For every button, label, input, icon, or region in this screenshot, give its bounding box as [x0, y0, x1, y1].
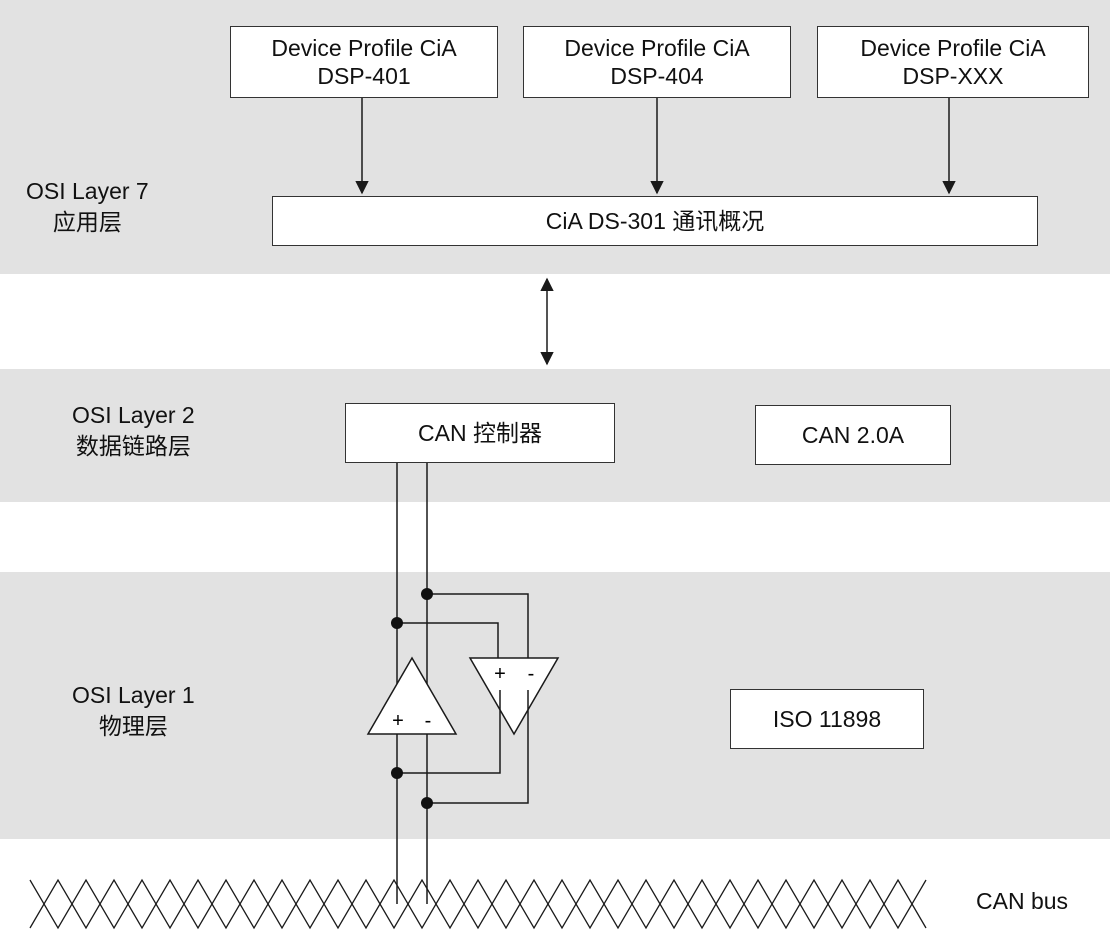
junction-dot [421, 797, 433, 809]
transmitter-plus: + [392, 710, 404, 732]
device-profile-xxx-line1: Device Profile CiA [860, 35, 1046, 61]
communication-profile-label: CiA DS-301 通讯概况 [545, 208, 765, 234]
layer1-subtitle: 物理层 [98, 713, 168, 739]
iso-standard-label: ISO 11898 [772, 706, 882, 732]
layer2-label: OSI Layer 2 数据链路层 [72, 400, 195, 462]
can-controller-box: CAN 控制器 [345, 403, 615, 463]
device-profile-401-line1: Device Profile CiA [271, 35, 457, 61]
transmitter-minus: - [425, 710, 432, 732]
junction-dot [421, 588, 433, 600]
can-bus-wire-a [29, 878, 927, 930]
layer1-title: OSI Layer 1 [72, 682, 195, 708]
junction-dot [391, 617, 403, 629]
layer7-title: OSI Layer 7 [26, 178, 149, 204]
junction-dot [391, 767, 403, 779]
layer1-label: OSI Layer 1 物理层 [72, 680, 195, 742]
device-profile-404-line1: Device Profile CiA [564, 35, 750, 61]
can-bus-wire-b [29, 878, 927, 930]
device-profile-401-line2: DSP-401 [317, 63, 411, 89]
can-standard-box: CAN 2.0A [755, 405, 951, 465]
communication-profile-box: CiA DS-301 通讯概况 [272, 196, 1038, 246]
layer2-title: OSI Layer 2 [72, 402, 195, 428]
can-bus-label: CAN bus [976, 888, 1069, 914]
output-wire-left [397, 690, 501, 774]
layer2-subtitle: 数据链路层 [75, 433, 191, 459]
device-profile-xxx-line2: DSP-XXX [902, 63, 1004, 89]
receiver-plus: + [494, 663, 506, 685]
can-controller-label: CAN 控制器 [418, 420, 542, 446]
device-profile-box-xxx: Device Profile CiA DSP-XXX [817, 26, 1089, 98]
iso-standard-box: ISO 11898 [730, 689, 924, 749]
receiver-triangle [468, 657, 560, 736]
layer7-label: OSI Layer 7 应用层 [26, 176, 149, 238]
device-profile-box-404: Device Profile CiA DSP-404 [523, 26, 791, 98]
layer1-band [0, 572, 1110, 839]
receiver-wire-low [427, 593, 529, 658]
output-wire-right [427, 690, 529, 804]
receiver-wire-high [397, 622, 499, 658]
device-profile-404-line2: DSP-404 [610, 63, 704, 89]
can-standard-label: CAN 2.0A [801, 422, 905, 448]
device-profile-box-401: Device Profile CiA DSP-401 [230, 26, 498, 98]
receiver-minus: - [528, 663, 535, 685]
layer7-subtitle: 应用层 [52, 209, 122, 235]
transmitter-triangle [366, 656, 458, 735]
